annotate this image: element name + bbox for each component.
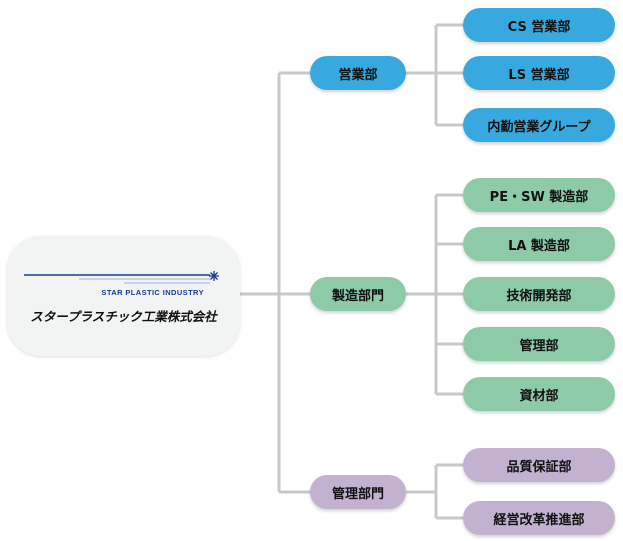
unit-inside-sales-group: 内勤営業グループ xyxy=(463,108,615,142)
unit-pe-sw-manufacturing: PE・SW 製造部 xyxy=(463,178,615,212)
unit-management-reform: 経営改革推進部 xyxy=(463,501,615,535)
company-logo-box: STAR PLASTIC INDUSTRY スタープラスチック工業株式会社 xyxy=(7,236,240,356)
unit-technology-development: 技術開発部 xyxy=(463,277,615,311)
dept-management: 管理部門 xyxy=(310,475,406,509)
logo-graphic xyxy=(24,271,219,284)
unit-materials: 資材部 xyxy=(463,377,615,411)
unit-quality-assurance: 品質保証部 xyxy=(463,448,615,482)
dept-manufacturing: 製造部門 xyxy=(310,277,406,311)
company-name-en: STAR PLASTIC INDUSTRY xyxy=(101,288,204,297)
unit-ls-sales: LS 営業部 xyxy=(463,56,615,90)
unit-cs-sales: CS 営業部 xyxy=(463,8,615,42)
unit-la-manufacturing: LA 製造部 xyxy=(463,227,615,261)
star-icon xyxy=(209,271,219,281)
unit-administration: 管理部 xyxy=(463,327,615,361)
company-name-jp: スタープラスチック工業株式会社 xyxy=(30,309,217,324)
dept-sales: 営業部 xyxy=(310,56,406,90)
